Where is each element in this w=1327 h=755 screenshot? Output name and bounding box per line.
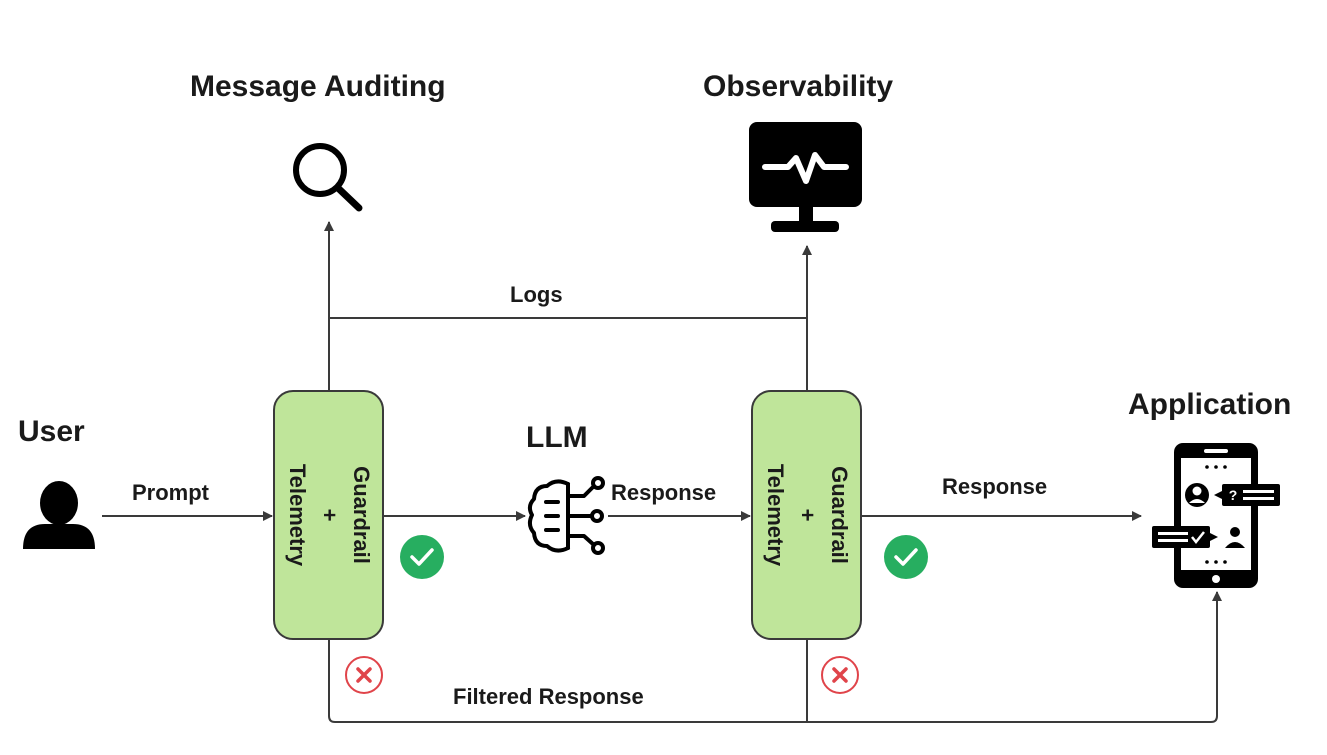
x-circle-icon xyxy=(821,656,859,694)
logs-label: Logs xyxy=(510,282,563,307)
application-title: Application xyxy=(1128,388,1292,421)
magnifier-icon xyxy=(293,143,363,212)
guardrail-telemetry-box-input: Guardrail + Telemetry xyxy=(273,390,384,640)
plus-label: + xyxy=(794,508,820,522)
svg-text:?: ? xyxy=(1229,487,1238,503)
telemetry-label: Telemetry xyxy=(284,463,310,567)
llm-title: LLM xyxy=(526,421,588,454)
filtered-response-path xyxy=(328,591,1222,723)
telemetry-label: Telemetry xyxy=(762,463,788,567)
monitor-heartbeat-icon xyxy=(749,122,862,232)
guardrail-label: Guardrail xyxy=(348,466,374,564)
mobile-chat-icon: ? xyxy=(1152,443,1280,588)
plus-label: + xyxy=(316,508,342,522)
guardrail-telemetry-box-output: Guardrail + Telemetry xyxy=(751,390,862,640)
llm-response-label: Response xyxy=(611,480,717,505)
guardrail-label: Guardrail xyxy=(826,466,852,564)
ai-brain-circuit-icon xyxy=(527,476,605,555)
x-circle-icon xyxy=(345,656,383,694)
filtered-response-label: Filtered Response xyxy=(453,684,644,709)
user-silhouette-icon xyxy=(23,481,95,549)
message-auditing-title: Message Auditing xyxy=(190,70,446,103)
check-circle-icon xyxy=(400,535,444,579)
check-circle-icon xyxy=(884,535,928,579)
prompt-label: Prompt xyxy=(132,480,209,505)
observability-title: Observability xyxy=(703,70,894,103)
user-title: User xyxy=(18,415,85,448)
app-response-label: Response xyxy=(942,474,1048,499)
